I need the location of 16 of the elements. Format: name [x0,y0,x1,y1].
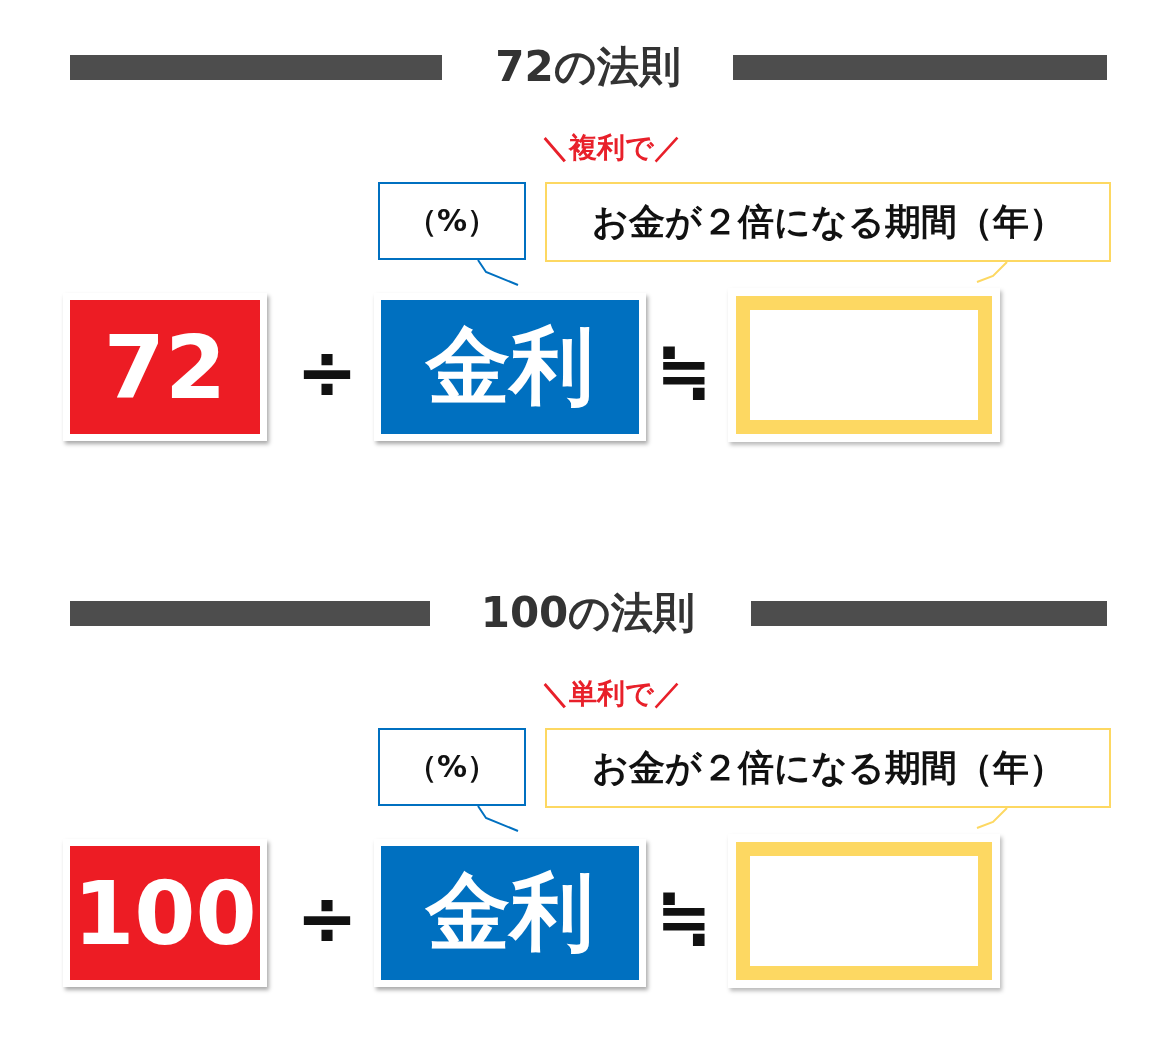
section-heading: 72の法則 [495,46,681,88]
callout-box: お金が２倍になる期間（年） [545,182,1111,262]
leader-line [976,261,1008,283]
divide-sign: ÷ [296,335,358,409]
divide-sign: ÷ [296,881,358,955]
condition-note: ＼単利で／ [540,680,682,708]
callout-box: お金が２倍になる期間（年） [545,728,1111,808]
section-heading: 100の法則 [480,592,696,634]
leader-line [976,807,1008,829]
approx-sign: ≒ [656,885,712,951]
callout-box: （%） [378,728,526,806]
condition-note: ＼複利で／ [540,134,682,162]
leader-line [477,259,519,286]
approx-sign: ≒ [656,339,712,405]
callout-box: （%） [378,182,526,260]
leader-line [477,805,519,832]
